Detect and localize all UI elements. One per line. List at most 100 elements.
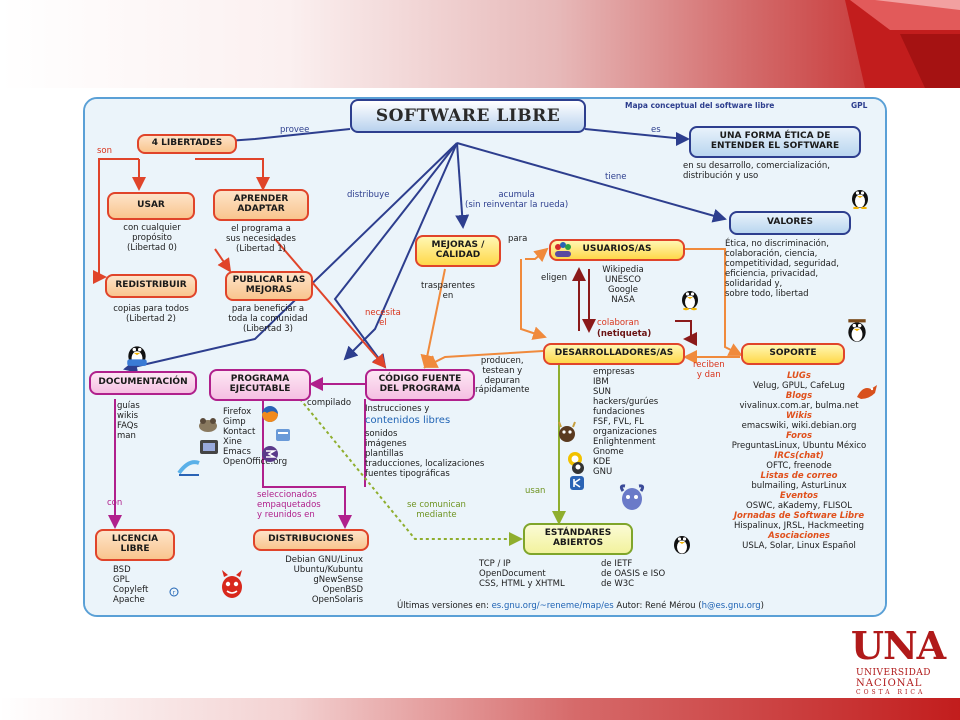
desarrolladores-description: empresas IBM SUN hackers/gurúes fundacio… bbox=[593, 367, 659, 478]
support-category: Jornadas de Software Libre bbox=[733, 511, 865, 522]
documentacion-description: guías wikis FAQs man bbox=[117, 401, 140, 442]
logo-acronym: UNA bbox=[850, 623, 946, 668]
support-examples: emacswiki, wiki.debian.org bbox=[741, 421, 857, 432]
node-aprender-adaptar: APRENDER ADAPTAR bbox=[213, 189, 309, 221]
link-colaboran: colaboran bbox=[597, 318, 640, 328]
node-estandares-abiertos: ESTÁNDARES ABIERTOS bbox=[523, 523, 633, 555]
credits-suffix: ) bbox=[760, 601, 764, 611]
valores-description: Ética, no discriminación, colaboración, … bbox=[725, 239, 839, 300]
link-provee: provee bbox=[280, 125, 310, 135]
support-examples: PreguntasLinux, Ubuntu México bbox=[731, 441, 867, 452]
link-tiene: tiene bbox=[605, 172, 627, 182]
programa-description: Firefox Gimp Kontact Xine Emacs OpenOffi… bbox=[223, 407, 288, 468]
node-valores: VALORES bbox=[729, 211, 851, 235]
node-forma-etica: UNA FORMA ÉTICA DE ENTENDER EL SOFTWARE bbox=[689, 126, 861, 158]
distribuciones-description: Debian GNU/Linux Ubuntu/Kubuntu gNewSens… bbox=[285, 555, 363, 606]
xine-icon bbox=[200, 440, 218, 454]
una-logo: UNA UNIVERSIDAD NACIONAL COSTA RICA bbox=[848, 623, 948, 697]
credits-email-link[interactable]: h@es.gnu.org bbox=[701, 601, 761, 611]
svg-text:r: r bbox=[173, 590, 176, 597]
node-distribuciones: DISTRIBUCIONES bbox=[253, 529, 369, 551]
aprender-description: el programa a sus necesidades (Libertad … bbox=[226, 224, 296, 255]
estandares-bodies: de IETF de OASIS e ISO de W3C bbox=[601, 559, 666, 590]
support-category: IRCs(chat) bbox=[774, 451, 824, 462]
licencia-description: BSD GPL Copyleft Apache bbox=[113, 565, 149, 606]
credits-url-link[interactable]: es.gnu.org/~reneme/map/es bbox=[491, 601, 614, 611]
support-examples: OFTC, freenode bbox=[766, 461, 832, 472]
node-usar: USAR bbox=[107, 192, 195, 220]
support-category: LUGs bbox=[787, 371, 811, 381]
map-title: SOFTWARE LIBRE bbox=[350, 99, 586, 133]
tux-penguin-icon bbox=[674, 536, 690, 554]
map-caption: Mapa conceptual del software libre bbox=[625, 101, 775, 110]
link-son: son bbox=[97, 146, 113, 156]
node-desarrolladores: DESARROLLADORES/AS bbox=[543, 343, 685, 365]
codigo-description-2: contenidos libres bbox=[365, 415, 451, 426]
gimp-icon bbox=[199, 418, 217, 432]
gpl-note: GPL bbox=[851, 101, 868, 110]
usuarios-description: Wikipedia UNESCO Google NASA bbox=[602, 265, 644, 306]
netiqueta-note: (netiqueta) bbox=[597, 329, 652, 339]
support-examples: Hispalinux, JRSL, Hackmeeting bbox=[733, 521, 865, 532]
node-publicar-mejoras: PUBLICAR LAS MEJORAS bbox=[225, 271, 313, 301]
node-soporte: SOPORTE bbox=[741, 343, 845, 365]
logo-line-costa-rica: COSTA RICA bbox=[856, 689, 926, 696]
support-examples: vivalinux.com.ar, bulma.net bbox=[739, 401, 859, 412]
credits-author: Autor: René Mérou ( bbox=[616, 601, 702, 611]
tux-penguin-icon bbox=[852, 190, 868, 209]
support-category: Wikis bbox=[786, 411, 812, 422]
gnu-head-icon bbox=[619, 484, 645, 510]
link-eligen: eligen bbox=[541, 273, 567, 283]
fsf-gnu-icon bbox=[558, 421, 576, 442]
bsd-daemon-icon bbox=[222, 570, 242, 598]
node-programa-ejecutable: PROGRAMA EJECUTABLE bbox=[209, 369, 311, 401]
codigo-description-1: Instrucciones y bbox=[365, 404, 430, 414]
logo-line-nacional: NACIONAL bbox=[856, 678, 923, 689]
etica-description: en su desarrollo, comercialización, dist… bbox=[683, 161, 830, 182]
link-distribuye: distribuye bbox=[347, 190, 390, 200]
concept-map: SOFTWARE LIBRE Mapa conceptual del softw… bbox=[83, 97, 887, 617]
header-corner-decoration bbox=[845, 0, 960, 88]
footer-gradient-band bbox=[0, 698, 960, 720]
estandares-protocols: TCP / IP OpenDocument CSS, HTML y XHTML bbox=[479, 559, 565, 590]
tux-penguin-icon bbox=[848, 319, 866, 342]
link-trasparentes: trasparentes en bbox=[421, 281, 475, 301]
link-producen: producen, testean y depuran rápidamente bbox=[475, 356, 530, 396]
tux-penguin-icon bbox=[127, 346, 147, 366]
link-para: para bbox=[508, 234, 528, 244]
support-item: IRCs(chat)OFTC, freenode bbox=[713, 451, 885, 471]
registered-mark-icon: r bbox=[169, 587, 179, 597]
link-necesita: necesita el bbox=[365, 308, 401, 328]
header-gradient-band bbox=[0, 0, 960, 88]
redistribuir-description: copias para todos (Libertad 2) bbox=[113, 304, 189, 325]
support-examples: bulmailing, AsturLinux bbox=[751, 481, 847, 492]
tux-penguin-icon bbox=[682, 291, 698, 311]
link-usan: usan bbox=[525, 486, 546, 496]
support-examples: USLA, Solar, Linux Español bbox=[742, 541, 856, 552]
node-mejoras-calidad: MEJORAS / CALIDAD bbox=[415, 235, 501, 267]
firefox-icon bbox=[262, 406, 278, 422]
logo-line-universidad: UNIVERSIDAD bbox=[856, 668, 932, 678]
link-comunican: se comunican mediante bbox=[407, 500, 466, 520]
credits-line: Últimas versiones en: es.gnu.org/~reneme… bbox=[397, 601, 764, 611]
node-licencia-libre: LICENCIA LIBRE bbox=[95, 529, 175, 561]
link-es: es bbox=[651, 125, 661, 135]
support-category: Blogs bbox=[785, 391, 813, 402]
connector-arrows bbox=[93, 128, 743, 546]
usar-description: con cualquier propósito (Libertad 0) bbox=[123, 223, 181, 254]
support-category: Eventos bbox=[779, 491, 819, 502]
support-category: Listas de correo bbox=[760, 471, 838, 482]
mascot-dino-icon bbox=[857, 385, 877, 399]
link-seleccionados: seleccionados empaquetados y reunidos en bbox=[257, 490, 321, 520]
support-category: Asociaciones bbox=[768, 531, 830, 542]
link-compilado: compilado bbox=[307, 398, 352, 408]
credits-prefix: Últimas versiones en: bbox=[397, 601, 489, 611]
node-redistribuir: REDISTRIBUIR bbox=[105, 274, 197, 298]
node-4-libertades: 4 LIBERTADES bbox=[137, 134, 237, 154]
